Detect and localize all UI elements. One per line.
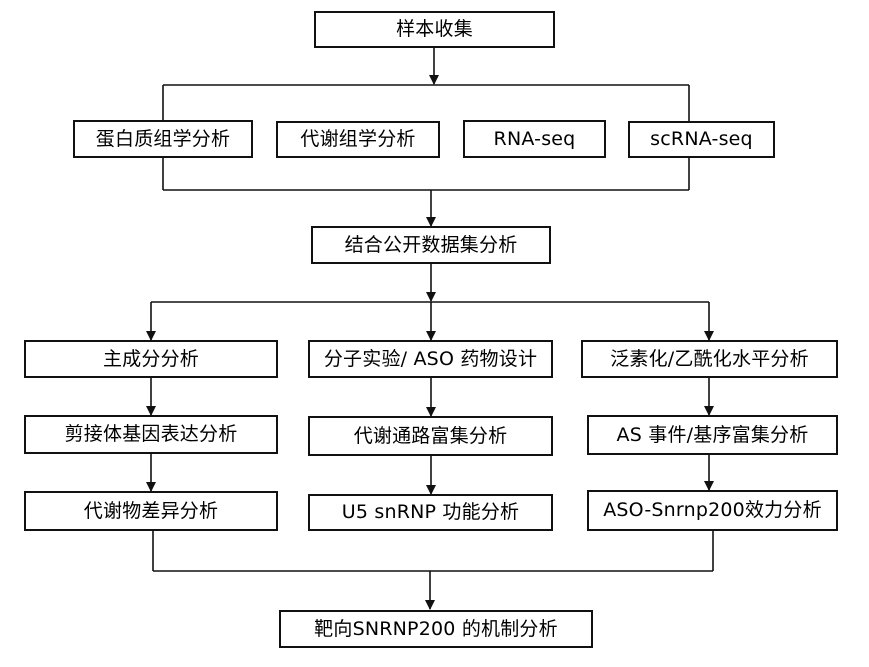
- node-integrate-public-datasets: 结合公开数据集分析: [311, 226, 551, 264]
- node-middle-step2: 代谢通路富集分析: [308, 416, 553, 456]
- node-metabolomics: 代谢组学分析: [276, 121, 440, 158]
- node-right-step1: 泛素化/乙酰化水平分析: [581, 340, 838, 378]
- node-proteomics: 蛋白质组学分析: [73, 120, 253, 158]
- node-left-step1: 主成分分析: [24, 340, 278, 378]
- node-rnaseq: RNA-seq: [463, 120, 606, 158]
- node-middle-step3: U5 snRNP 功能分析: [308, 494, 553, 531]
- node-right-step2: AS 事件/基序富集分析: [587, 415, 838, 455]
- node-scrnaseq: scRNA-seq: [628, 121, 775, 158]
- node-sample-collection: 样本收集: [314, 11, 555, 48]
- node-left-step2: 剪接体基因表达分析: [24, 415, 278, 454]
- node-middle-step1: 分子实验/ ASO 药物设计: [308, 340, 553, 378]
- node-right-step3: ASO-Snrnp200效力分析: [587, 490, 838, 531]
- node-left-step3: 代谢物差异分析: [24, 491, 278, 531]
- node-final-mechanism-analysis: 靶向SNRNP200 的机制分析: [279, 610, 593, 648]
